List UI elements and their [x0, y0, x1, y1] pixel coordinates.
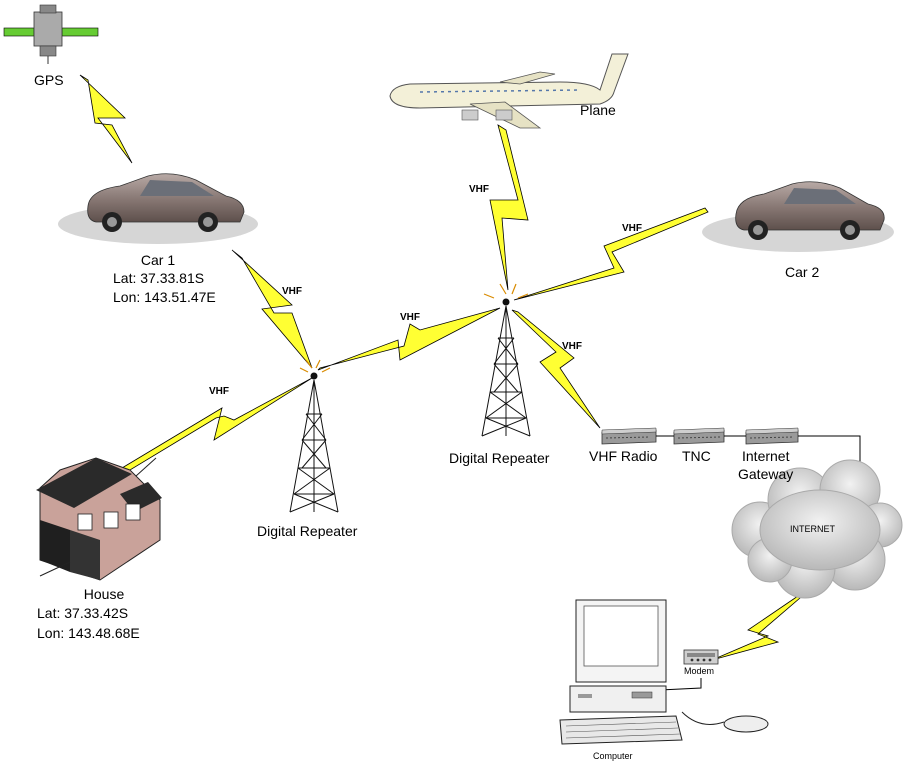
house-lat: Lat: 37.33.42S	[37, 605, 129, 621]
tower-icon	[289, 372, 339, 513]
gateway-label-line2: Gateway	[738, 466, 794, 482]
radio-device-icon	[601, 427, 657, 445]
house-label: House	[83, 586, 125, 602]
gps-label: GPS	[34, 72, 64, 88]
car1-label: Car 1	[140, 252, 176, 268]
link-repeater1-repeater2	[317, 307, 501, 371]
tnc-label: TNC	[682, 448, 711, 464]
plane-label: Plane	[580, 102, 616, 118]
internet-label: INTERNET	[790, 524, 835, 534]
modem-computer-link	[659, 678, 702, 691]
car2-label: Car 2	[785, 264, 820, 280]
link-internet-modem	[711, 595, 801, 661]
link-gps-car1	[79, 74, 133, 164]
spark-repeater1	[299, 359, 331, 373]
vhf-radio-label: VHF Radio	[589, 448, 658, 464]
radio-device-icon	[673, 427, 725, 445]
house-lon: Lon: 143.48.68E	[37, 625, 140, 641]
link-plane-repeater2	[489, 124, 529, 291]
modem-icon	[683, 649, 719, 665]
car-icon	[702, 181, 894, 252]
computer-label: Computer	[593, 751, 633, 761]
vhf-label: VHF	[209, 386, 229, 397]
link-car2-repeater2	[513, 207, 709, 301]
repeater1-label: Digital Repeater	[257, 523, 358, 539]
repeater2-label: Digital Repeater	[449, 450, 550, 466]
vhf-label: VHF	[282, 286, 302, 297]
computer-icon	[559, 599, 683, 745]
link-repeater2-radio	[511, 309, 601, 429]
cloud-icon	[731, 459, 903, 599]
plane-icon	[389, 53, 629, 129]
link-car1-repeater1	[231, 249, 313, 369]
car1-lon: Lon: 143.51.47E	[113, 289, 216, 305]
house-icon	[36, 457, 162, 581]
link-house-repeater1	[120, 377, 313, 471]
device-links	[656, 435, 861, 470]
modem-label: Modem	[684, 666, 715, 676]
vhf-label: VHF	[622, 223, 642, 234]
radio-device-icon	[745, 427, 799, 445]
car1-lat: Lat: 37.33.81S	[113, 270, 205, 286]
gateway-label-line1: Internet	[742, 448, 790, 464]
vhf-label: VHF	[400, 312, 420, 323]
mouse-icon	[681, 711, 769, 733]
spark-repeater2	[483, 283, 529, 299]
satellite-icon	[3, 4, 99, 64]
car-icon	[58, 173, 258, 244]
vhf-label: VHF	[562, 341, 582, 352]
tower-icon	[481, 298, 531, 437]
vhf-label: VHF	[469, 184, 489, 195]
